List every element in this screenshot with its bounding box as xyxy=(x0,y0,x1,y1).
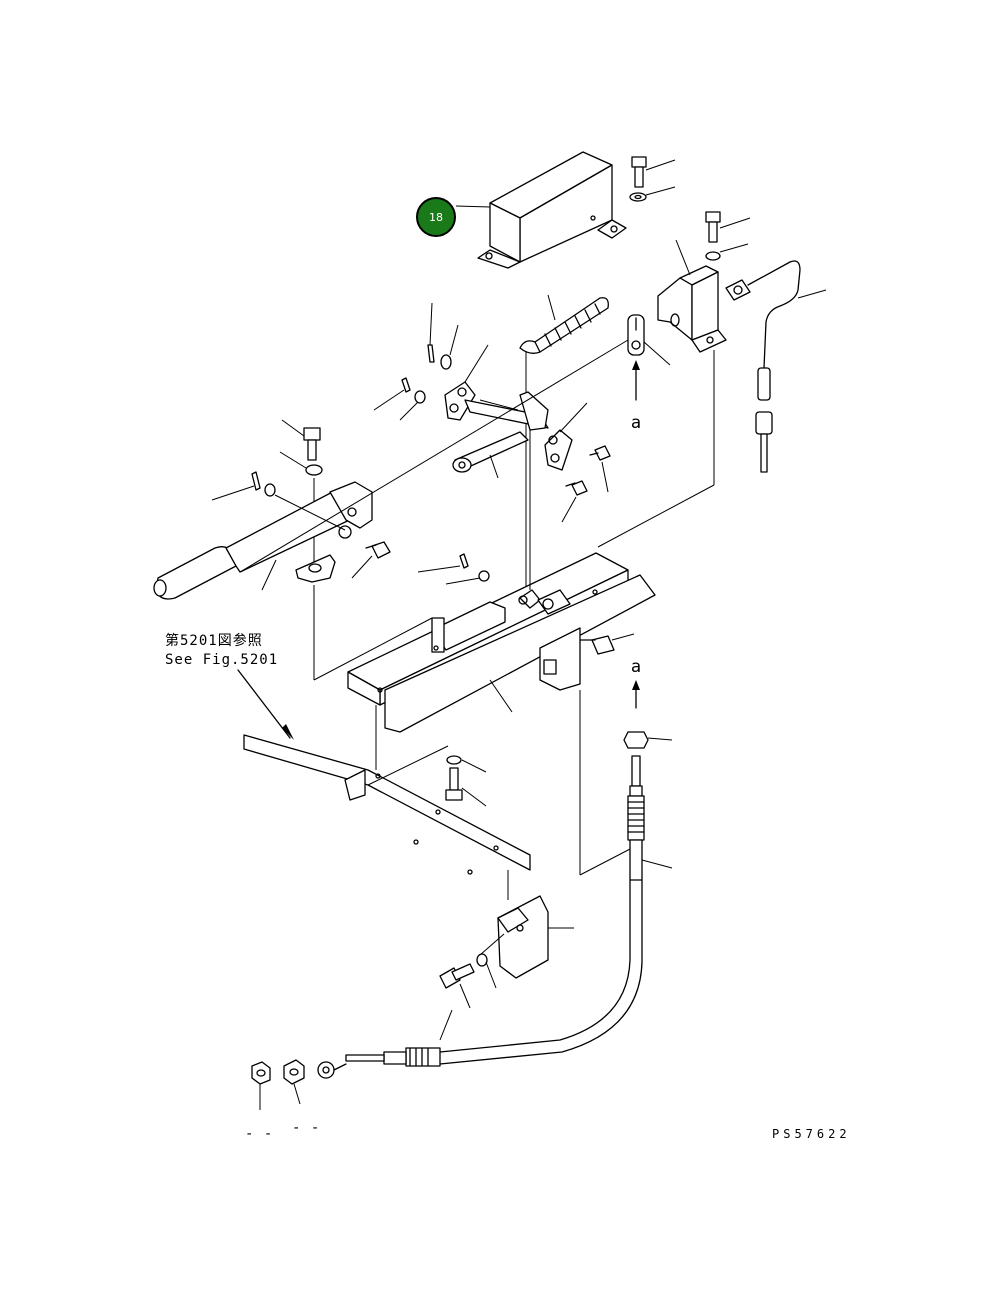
bolt-channel-lower xyxy=(445,690,633,876)
lever-linkage xyxy=(444,344,611,523)
callout-18-badge: 18 xyxy=(416,197,491,237)
hand-lever xyxy=(153,339,629,600)
marker-a-top: a xyxy=(631,413,641,433)
bolt-bracket xyxy=(705,211,751,261)
drawing-code: PS57622 xyxy=(772,1127,851,1141)
foot-mark-left: - - xyxy=(245,1126,273,1142)
cable-end-parts: - - - - xyxy=(245,1059,347,1142)
callout-number: 18 xyxy=(429,211,443,224)
bolt-left xyxy=(279,419,323,565)
main-channel xyxy=(313,350,715,733)
spring xyxy=(519,294,609,595)
clamp-bracket xyxy=(439,895,574,1009)
marker-a-mid: a xyxy=(631,657,641,677)
foot-mark-right: - - xyxy=(292,1120,320,1136)
cotter-pins-upper xyxy=(373,302,459,421)
reference-jp: 第5201図参照 xyxy=(165,632,263,649)
cable-assembly: a xyxy=(345,657,673,1067)
reference-frame: 第5201図参照 See Fig.5201 xyxy=(165,632,531,900)
cover-box xyxy=(477,151,627,269)
switch-bracket xyxy=(657,239,827,473)
bolt-top xyxy=(629,156,676,202)
clevis: a xyxy=(627,314,671,433)
reference-en: See Fig.5201 xyxy=(165,652,278,668)
